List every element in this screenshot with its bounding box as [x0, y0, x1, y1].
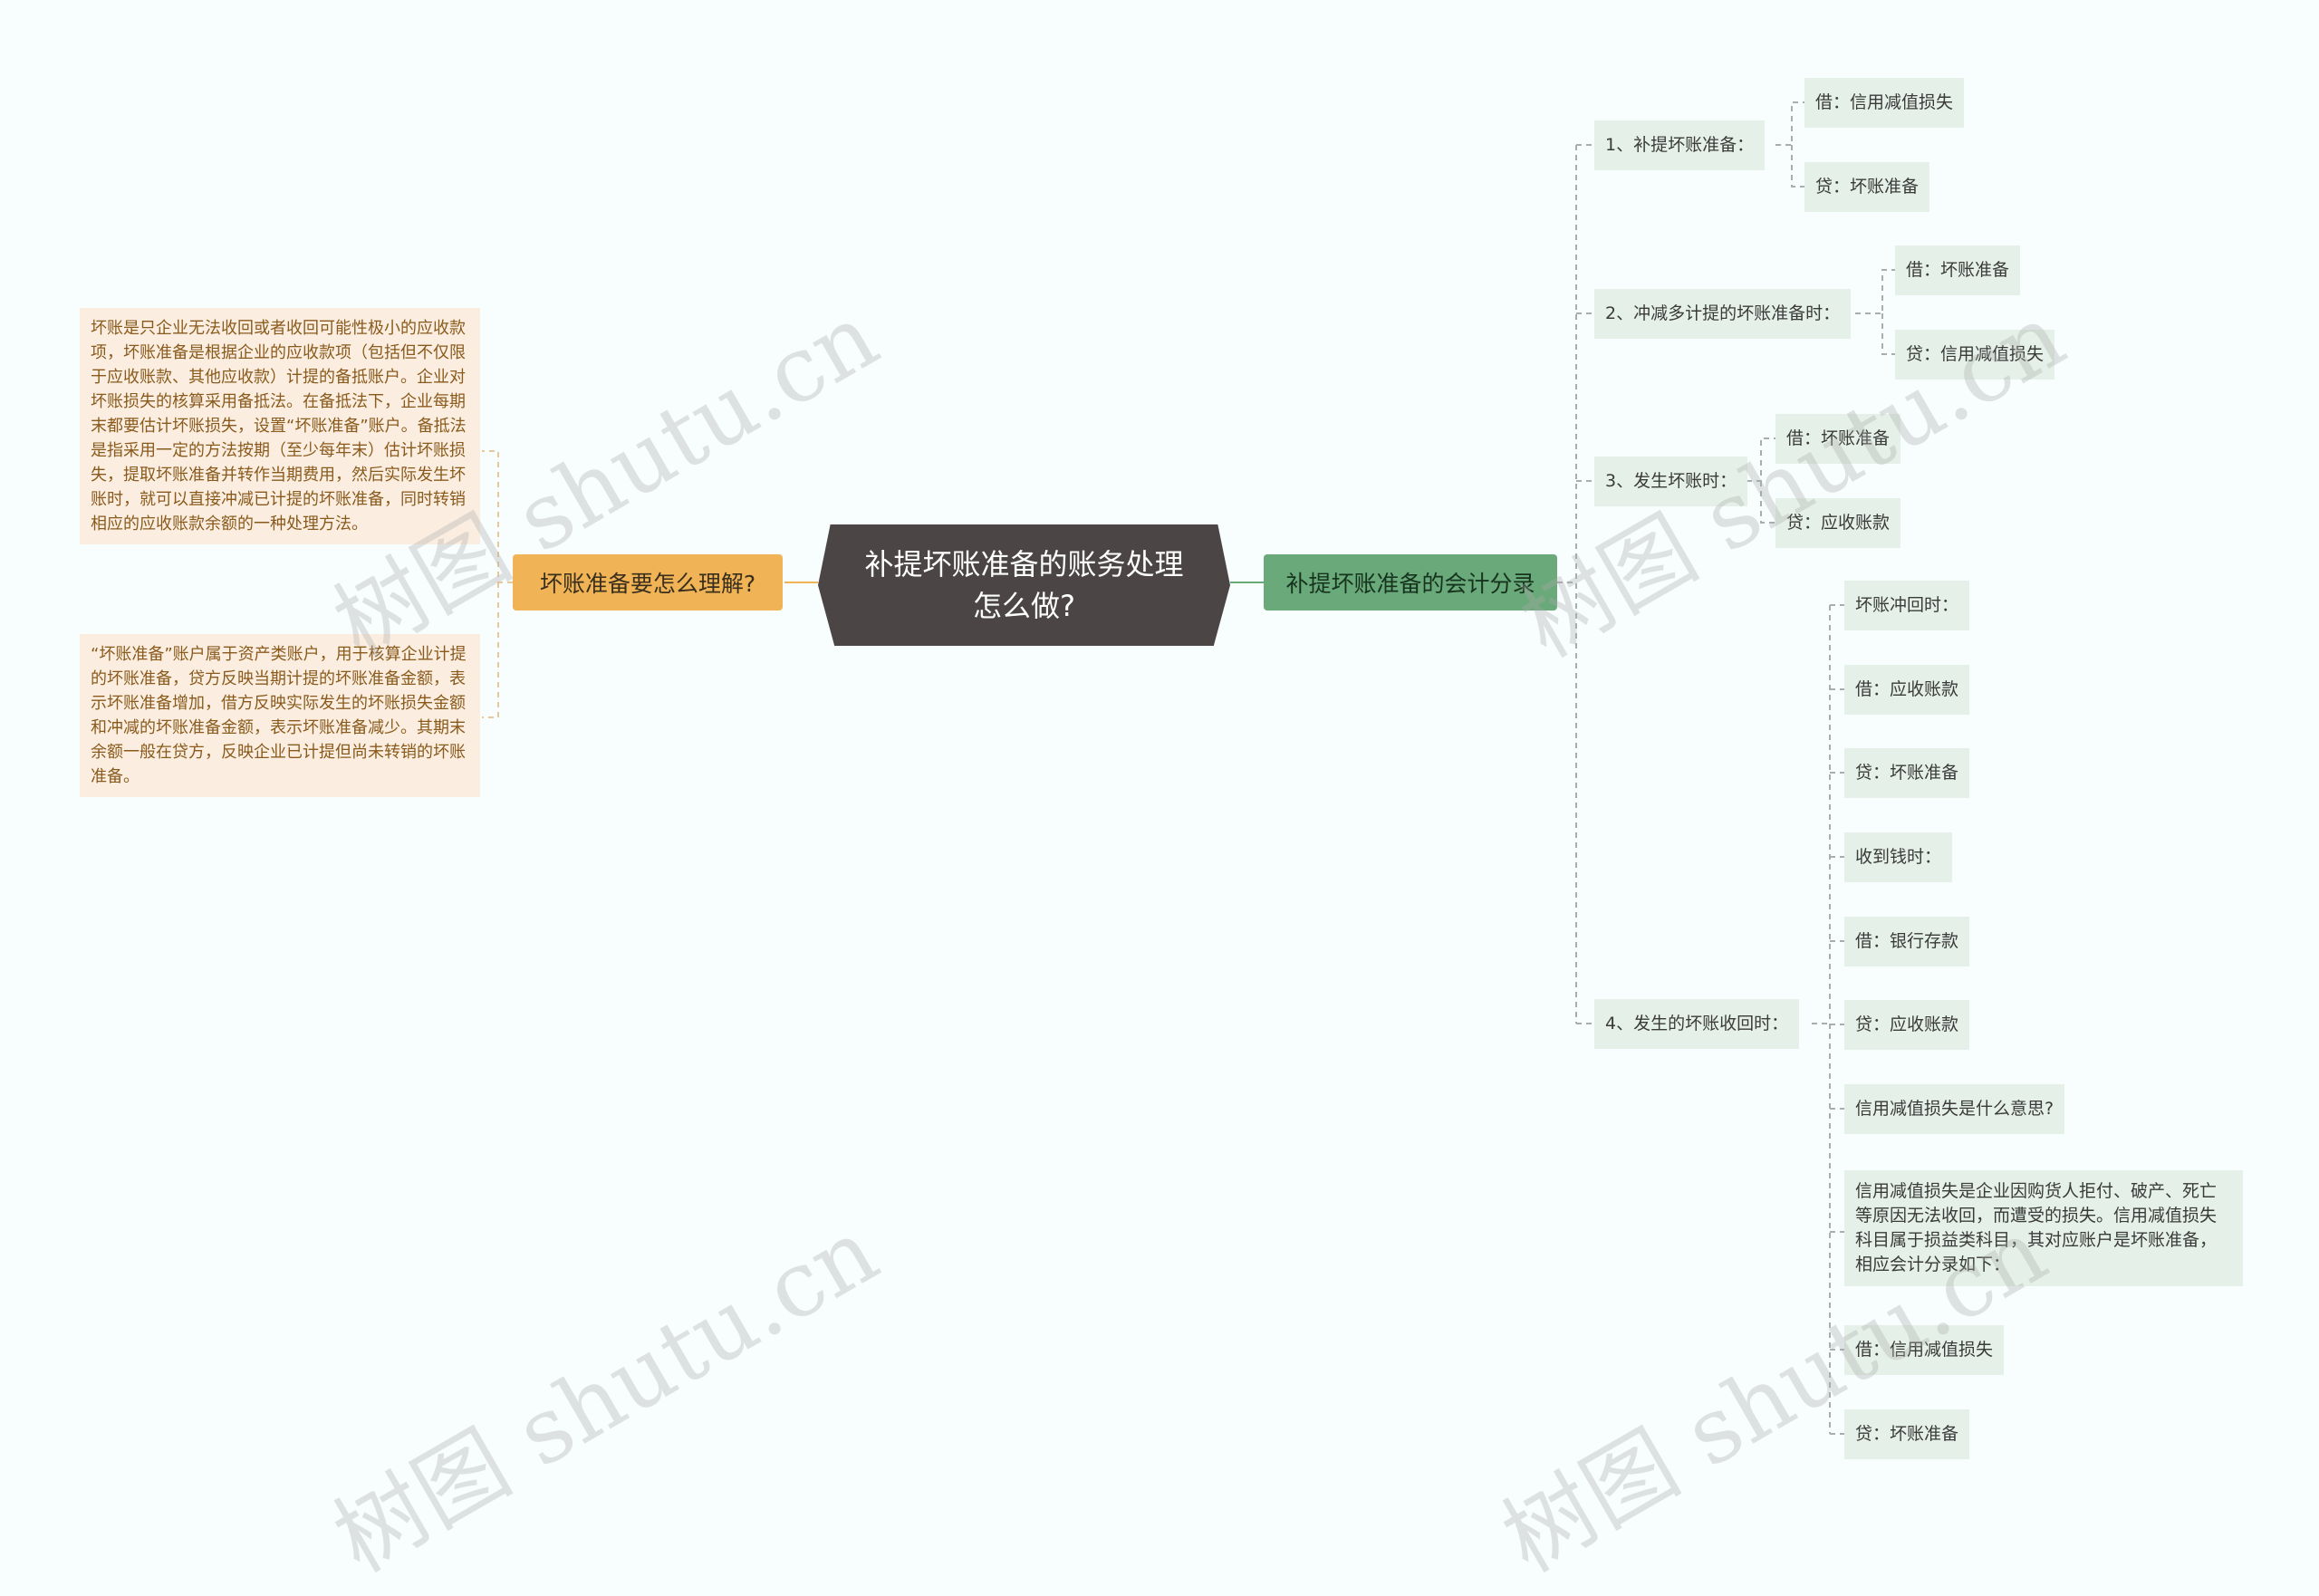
item-label: 贷：信用减值损失	[1906, 344, 2045, 364]
item-label: 收到钱时：	[1855, 847, 1942, 867]
group-4-item-debit-bank[interactable]: 借：银行存款	[1844, 917, 1970, 966]
branch-journal-entries[interactable]: 补提坏账准备的会计分录	[1264, 554, 1557, 611]
item-label: 贷：坏账准备	[1815, 177, 1920, 197]
item-label: 借：信用减值损失	[1815, 92, 1954, 112]
central-topic[interactable]: 补提坏账准备的账务处理怎么做?	[818, 524, 1230, 646]
item-label: 坏账冲回时：	[1855, 595, 1959, 615]
item-label: 借：信用减值损失	[1855, 1340, 1994, 1360]
branch-bad-debt-understanding[interactable]: 坏账准备要怎么理解?	[513, 554, 783, 611]
connector-lines	[482, 101, 1895, 1435]
item-label: 信用减值损失是企业因购货人拒付、破产、死亡等原因无法收回，而遭受的损失。信用减值…	[1855, 1181, 2218, 1274]
item-label: 贷：应收账款	[1786, 513, 1891, 533]
group-4-item-explanation[interactable]: 信用减值损失是企业因购货人拒付、破产、死亡等原因无法收回，而遭受的损失。信用减值…	[1844, 1170, 2243, 1286]
group-1-item-debit[interactable]: 借：信用减值损失	[1804, 78, 1965, 128]
group-4-item-credit-allowance-2[interactable]: 贷：坏账准备	[1844, 1409, 1970, 1459]
item-label: 借：应收账款	[1855, 679, 1959, 699]
group-3-item-debit[interactable]: 借：坏账准备	[1775, 414, 1901, 464]
group-4-item-reversal[interactable]: 坏账冲回时：	[1844, 581, 1970, 630]
group-1-topic[interactable]: 1、补提坏账准备：	[1594, 120, 1766, 170]
item-label: 贷：坏账准备	[1855, 1424, 1959, 1444]
group-3-topic[interactable]: 3、发生坏账时：	[1594, 457, 1748, 506]
group-2-topic[interactable]: 2、冲减多计提的坏账准备时：	[1594, 289, 1852, 339]
group-4-item-debit-impairment[interactable]: 借：信用减值损失	[1844, 1325, 2005, 1375]
group-label: 2、冲减多计提的坏账准备时：	[1605, 303, 1841, 323]
group-4-item-credit-receivable[interactable]: 贷：应收账款	[1844, 1000, 1970, 1050]
note-bad-debt-definition[interactable]: 坏账是只企业无法收回或者收回可能性极小的应收款项，坏账准备是根据企业的应收款项（…	[80, 308, 480, 544]
note-bad-debt-account[interactable]: “坏账准备”账户属于资产类账户，用于核算企业计提的坏账准备，贷方反映当期计提的坏…	[80, 634, 480, 797]
group-2-item-debit[interactable]: 借：坏账准备	[1895, 245, 2021, 295]
item-label: 信用减值损失是什么意思?	[1855, 1099, 2054, 1119]
central-topic-text: 补提坏账准备的账务处理怎么做?	[864, 547, 1184, 623]
item-label: 贷：应收账款	[1855, 1014, 1959, 1034]
group-1-item-credit[interactable]: 贷：坏账准备	[1804, 162, 1930, 212]
branch-right-label: 补提坏账准备的会计分录	[1285, 571, 1535, 597]
group-label: 3、发生坏账时：	[1605, 471, 1737, 491]
item-label: 贷：坏账准备	[1855, 763, 1959, 783]
note-text: 坏账是只企业无法收回或者收回可能性极小的应收款项，坏账准备是根据企业的应收款项（…	[91, 319, 467, 534]
group-4-item-credit-allowance[interactable]: 贷：坏账准备	[1844, 748, 1970, 798]
group-label: 1、补提坏账准备：	[1605, 135, 1755, 155]
group-4-topic[interactable]: 4、发生的坏账收回时：	[1594, 999, 1800, 1049]
group-3-item-credit[interactable]: 贷：应收账款	[1775, 498, 1901, 548]
item-label: 借：坏账准备	[1786, 428, 1891, 448]
note-text: “坏账准备”账户属于资产类账户，用于核算企业计提的坏账准备，贷方反映当期计提的坏…	[91, 645, 467, 786]
item-label: 借：坏账准备	[1906, 260, 2010, 280]
group-label: 4、发生的坏账收回时：	[1605, 1014, 1789, 1034]
group-4-item-question[interactable]: 信用减值损失是什么意思?	[1844, 1084, 2065, 1134]
group-2-item-credit[interactable]: 贷：信用减值损失	[1895, 330, 2055, 380]
group-4-item-debit-receivable[interactable]: 借：应收账款	[1844, 665, 1970, 715]
group-4-item-cash-received[interactable]: 收到钱时：	[1844, 832, 1953, 882]
branch-left-label: 坏账准备要怎么理解?	[539, 571, 756, 597]
item-label: 借：银行存款	[1855, 931, 1959, 951]
